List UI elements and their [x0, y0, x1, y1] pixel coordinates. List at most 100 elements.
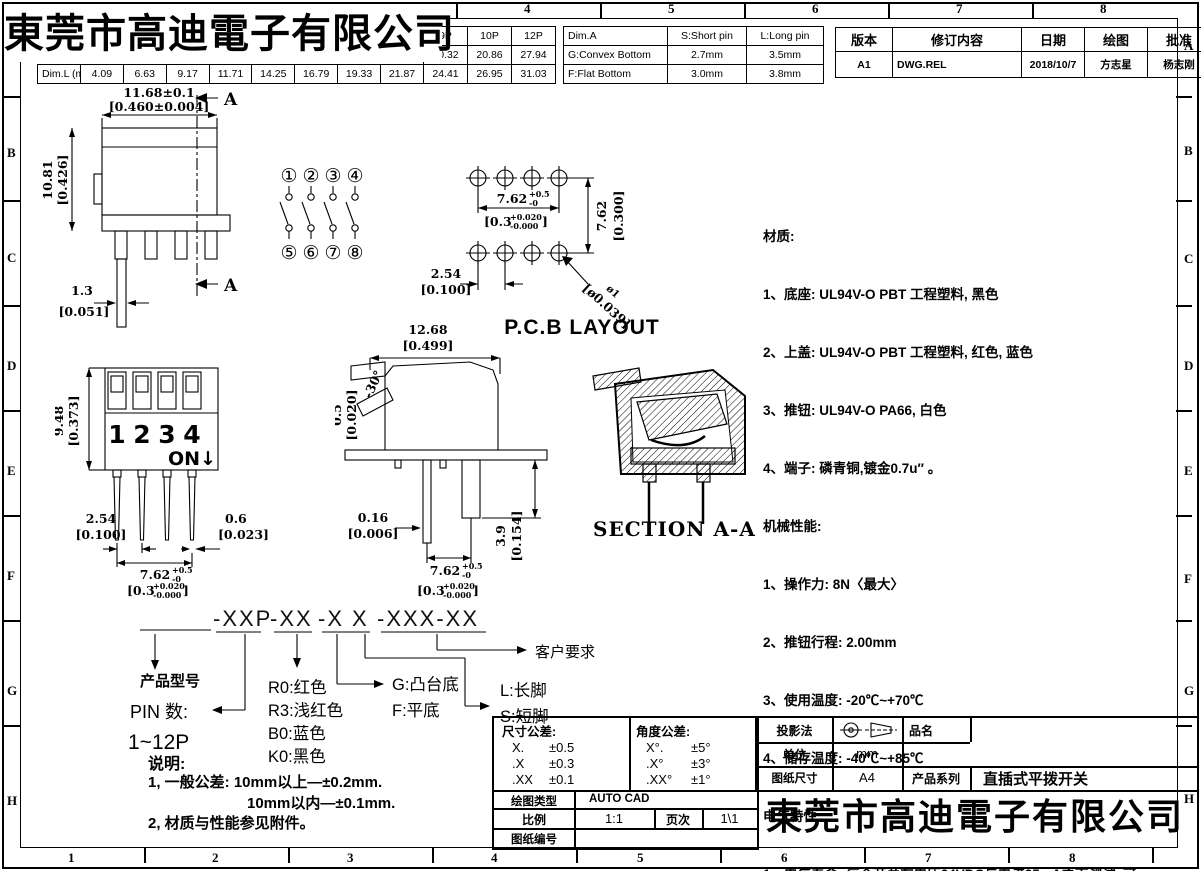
revision-cell: 方志星 — [1084, 51, 1148, 78]
tolerance-row-value: ±0.5 — [549, 740, 575, 755]
grid-tick — [1176, 96, 1192, 98]
part-code-segment: -X — [318, 606, 344, 631]
grid-label-top: 8 — [1100, 1, 1107, 16]
dim-tol-dn: -0.000 — [443, 590, 472, 600]
grid-label-bottom: 8 — [1069, 850, 1076, 865]
dim-label: ] — [183, 583, 189, 598]
grid-label-right: F — [1184, 571, 1192, 586]
dim-label: [0.373] — [66, 396, 81, 447]
dim-label: 7.62 — [497, 191, 527, 206]
dim-label: [0.020] — [344, 390, 359, 441]
spec-line: 材质: — [763, 228, 795, 244]
model-label: 产品型号 — [140, 672, 200, 690]
grid-label-left: C — [7, 250, 17, 265]
product-series-value: 直插式平拨开关 — [983, 771, 1089, 788]
grid-tick — [1032, 4, 1034, 18]
grid-tick — [1176, 410, 1192, 412]
grid-tick — [744, 4, 746, 18]
part-code-segment: -XX — [270, 606, 313, 631]
grid-label-top: 6 — [812, 1, 819, 16]
tolerance-title-block: 尺寸公差: X. ±0.5 .X ±0.3 .XX ±0.1 角度公差: X°.… — [492, 716, 759, 850]
dim-label: 7.62 — [430, 563, 460, 578]
dim-l-value-cell: 19.33 — [337, 64, 381, 84]
grid-tick — [1176, 515, 1192, 517]
dim-label: [0.100] — [421, 282, 472, 297]
grid-tick — [1176, 305, 1192, 307]
grid-tick — [4, 410, 20, 412]
grid-label-bottom: 4 — [491, 850, 498, 865]
pcb-dimensions: 7.62 +0.5 -0 [0.3 +0.020 -0.000 ] 7.62 [… — [421, 177, 634, 331]
revision-cell: 杨志刚 — [1147, 51, 1201, 78]
grid-label-bottom: 7 — [925, 850, 932, 865]
svg-text:⑥: ⑥ — [302, 242, 319, 264]
scale-label: 比例 — [521, 813, 546, 827]
grid-label-bottom: 3 — [347, 850, 354, 865]
info-title-block: 投影法 品名 单位 mm 图纸尺寸 A4 产品系列 直插式平拨开关 — [755, 716, 1197, 792]
first-angle-projection-icon — [840, 722, 897, 738]
grid-tick — [4, 200, 20, 202]
bottom-option: G:凸台底 — [392, 675, 459, 694]
tolerance-row-label: .XX — [512, 772, 533, 787]
dim-l-value-cell: 9.17 — [165, 64, 210, 84]
grid-tick — [456, 4, 458, 18]
svg-text:②: ② — [302, 165, 319, 187]
note-line: 10mm以内—±0.1mm. — [247, 795, 396, 812]
dim-label: [0.300] — [611, 191, 626, 242]
grid-tick — [1152, 847, 1154, 863]
unit-label: 单位 — [782, 748, 807, 762]
grid-label-bottom: 6 — [781, 850, 788, 865]
note-line: 1, 一般公差: 10mm以上—±0.2mm. — [148, 774, 383, 791]
dim-tol-dn: -0 — [462, 570, 471, 580]
dim-label: 12.68 — [408, 322, 447, 337]
switch-position-number: 3 — [158, 420, 175, 449]
dim-label: [0.3 — [417, 583, 445, 598]
dim-label: 2.54 — [431, 266, 462, 281]
dim-label: ] — [542, 214, 548, 229]
svg-text:③: ③ — [324, 165, 341, 187]
dim-label: [0.426] — [55, 155, 70, 206]
spec-line: 4、端子: 磷青铜,镀金0.7u″ 。 — [763, 460, 942, 476]
part-code-segment: -XXP — [213, 606, 272, 631]
dim-l-label-cell: Dim.L (mm) — [37, 64, 81, 84]
grid-tick — [432, 847, 434, 863]
dim-l-value-cell: 11.71 — [208, 64, 253, 84]
spec-line: 机械性能: — [763, 518, 822, 534]
sheet-size-label: 图纸尺寸 — [771, 773, 818, 785]
front-view-drawing: 1 2 3 4 ON↓ 9.48 [0.373] 2.54 [0.100] 0.… — [55, 367, 269, 600]
dim-a-value-cell: 27.94 — [511, 45, 556, 65]
dim-a-value-cell: 20.86 — [467, 45, 512, 65]
notes-title: 说明: — [148, 756, 186, 773]
revision-cell: DWG.REL — [892, 51, 1022, 78]
revision-header: 修订内容 — [892, 27, 1022, 52]
grid-label-bottom: 2 — [212, 850, 219, 865]
svg-text:⑦: ⑦ — [324, 242, 341, 264]
svg-text:⑧: ⑧ — [346, 242, 363, 264]
tolerance-row-label: .XX° — [646, 772, 673, 787]
dim-a-table: Dim.A S:Short pin L:Long pin G:Convex Bo… — [563, 26, 824, 84]
dim-tol-up: +0.020 — [443, 581, 475, 591]
dim-a-header: S:Short pin — [667, 26, 747, 46]
product-series-label: 产品系列 — [911, 772, 960, 786]
draw-type-value: AUTO CAD — [589, 793, 650, 805]
dim-a-header: Dim.A — [563, 26, 668, 46]
spec-line: 1、底座: UL94V-O PBT 工程塑料, 黑色 — [763, 286, 999, 302]
dim-tol-up: +0.5 — [172, 565, 193, 575]
dim-label: [0.499] — [403, 338, 454, 353]
dim-tol-up: +0.020 — [510, 212, 542, 222]
revision-header: 批准 — [1147, 27, 1201, 52]
on-direction-label: ON↓ — [168, 448, 216, 470]
projection-label: 投影法 — [776, 724, 813, 738]
tolerance-row-value: ±3° — [691, 756, 711, 771]
product-name-label: 品名 — [909, 724, 934, 738]
dim-label: [0.460±0.004] — [109, 99, 210, 114]
spec-line: 1、电气寿命: 每个开关在电压24VDC与电流25mA之下测试, 可 — [763, 865, 1183, 871]
grid-label-right: D — [1184, 358, 1194, 373]
dim-tol-dn: -0 — [172, 574, 181, 584]
grid-tick — [600, 4, 602, 18]
dim-l-value-cell: 16.79 — [294, 64, 339, 84]
section-aa-drawing: SECTION A-A — [592, 367, 755, 541]
dim-label: 3.9 — [493, 525, 508, 547]
dim-label: [0.051] — [59, 304, 110, 319]
